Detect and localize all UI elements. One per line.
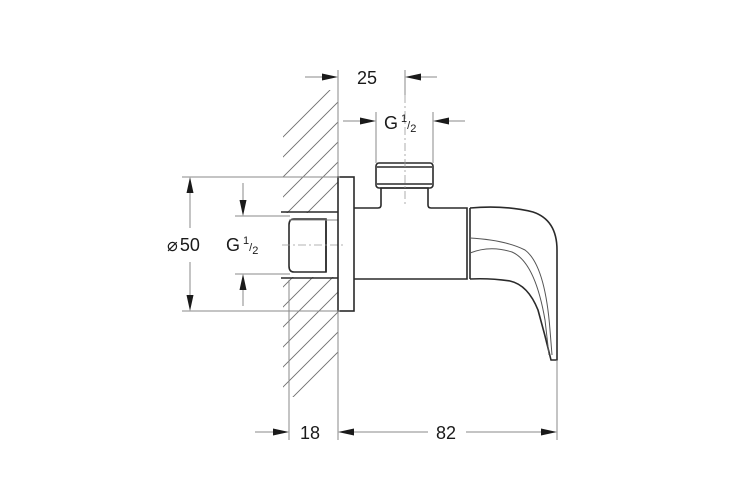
dim-25-label: 25 — [357, 68, 377, 88]
dimension-82: 82 — [338, 423, 557, 443]
dim-18-label: 18 — [300, 423, 320, 443]
rosette-plate — [337, 176, 355, 312]
dim-82-label: 82 — [436, 423, 456, 443]
dimension-18: 18 — [255, 423, 320, 443]
valve-body — [354, 162, 468, 280]
dimension-25: 25 — [305, 68, 437, 95]
handle-spout — [469, 206, 558, 361]
dimension-diameter-50: ⌀50 — [167, 176, 340, 312]
wall-hatching — [283, 90, 338, 397]
inlet-nipple — [288, 218, 338, 273]
diameter-label: ⌀50 — [167, 235, 200, 255]
